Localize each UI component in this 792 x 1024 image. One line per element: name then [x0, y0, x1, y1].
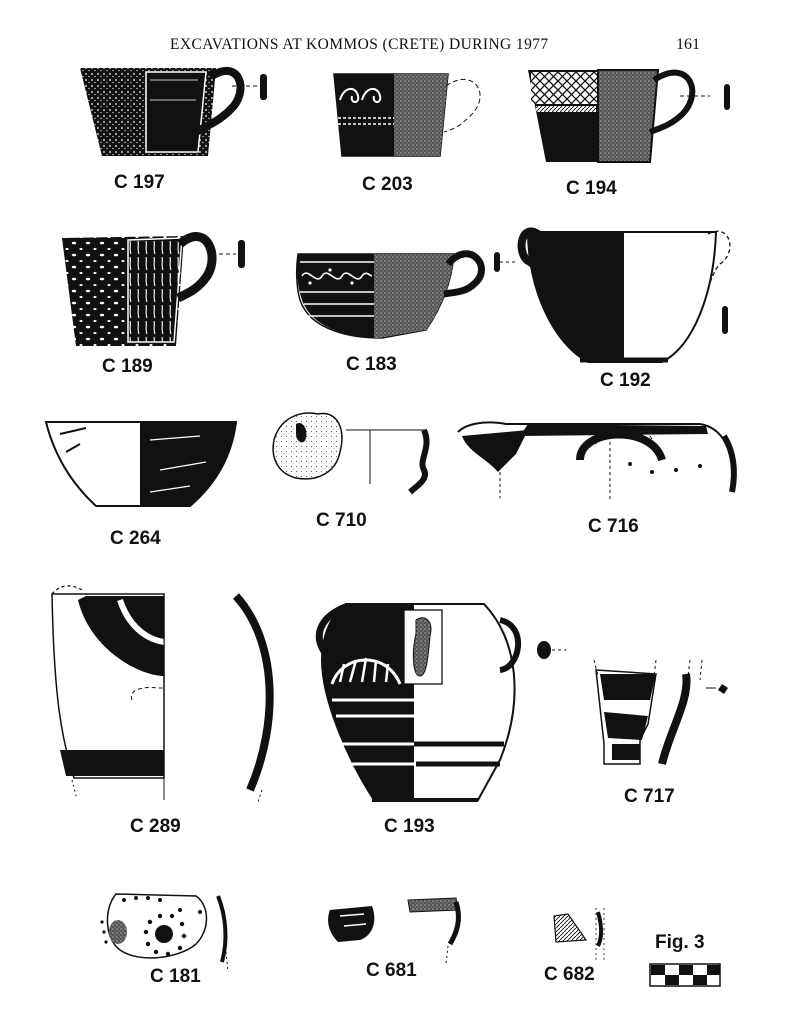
vessel-c193 — [315, 602, 566, 802]
vessel-c189 — [62, 232, 245, 346]
sherd-c682 — [553, 908, 605, 960]
sherd-c181 — [100, 893, 229, 973]
vessel-c183 — [295, 250, 518, 339]
label-c264: C 264 — [110, 528, 161, 549]
label-c716: C 716 — [588, 516, 639, 537]
vessel-c203 — [333, 73, 481, 157]
vessel-c192 — [517, 227, 731, 363]
label-c717: C 717 — [624, 786, 675, 807]
sherd-c681 — [328, 897, 461, 965]
vessel-c717 — [593, 659, 728, 765]
label-c192: C 192 — [600, 370, 651, 391]
vessel-c197 — [80, 66, 267, 156]
label-c183: C 183 — [346, 354, 397, 375]
label-c203: C 203 — [362, 174, 413, 195]
running-head: EXCAVATIONS AT KOMMOS (CRETE) DURING 197… — [170, 36, 549, 53]
scale-bar — [649, 963, 721, 987]
page-number: 161 — [676, 36, 700, 53]
vessel-c264 — [44, 421, 238, 507]
label-c681: C 681 — [366, 960, 417, 981]
label-c682: C 682 — [544, 964, 595, 985]
vessel-c716 — [457, 421, 737, 500]
label-c194: C 194 — [566, 178, 617, 199]
vessel-c194 — [528, 69, 730, 163]
figure-label: Fig. 3 — [655, 932, 705, 953]
label-c181: C 181 — [150, 966, 201, 987]
label-c189: C 189 — [102, 356, 153, 377]
vessel-c289 — [51, 585, 274, 803]
sherd-c710 — [272, 412, 430, 495]
label-c193: C 193 — [384, 816, 435, 837]
label-c197: C 197 — [114, 172, 165, 193]
label-c289: C 289 — [130, 816, 181, 837]
label-c710: C 710 — [316, 510, 367, 531]
